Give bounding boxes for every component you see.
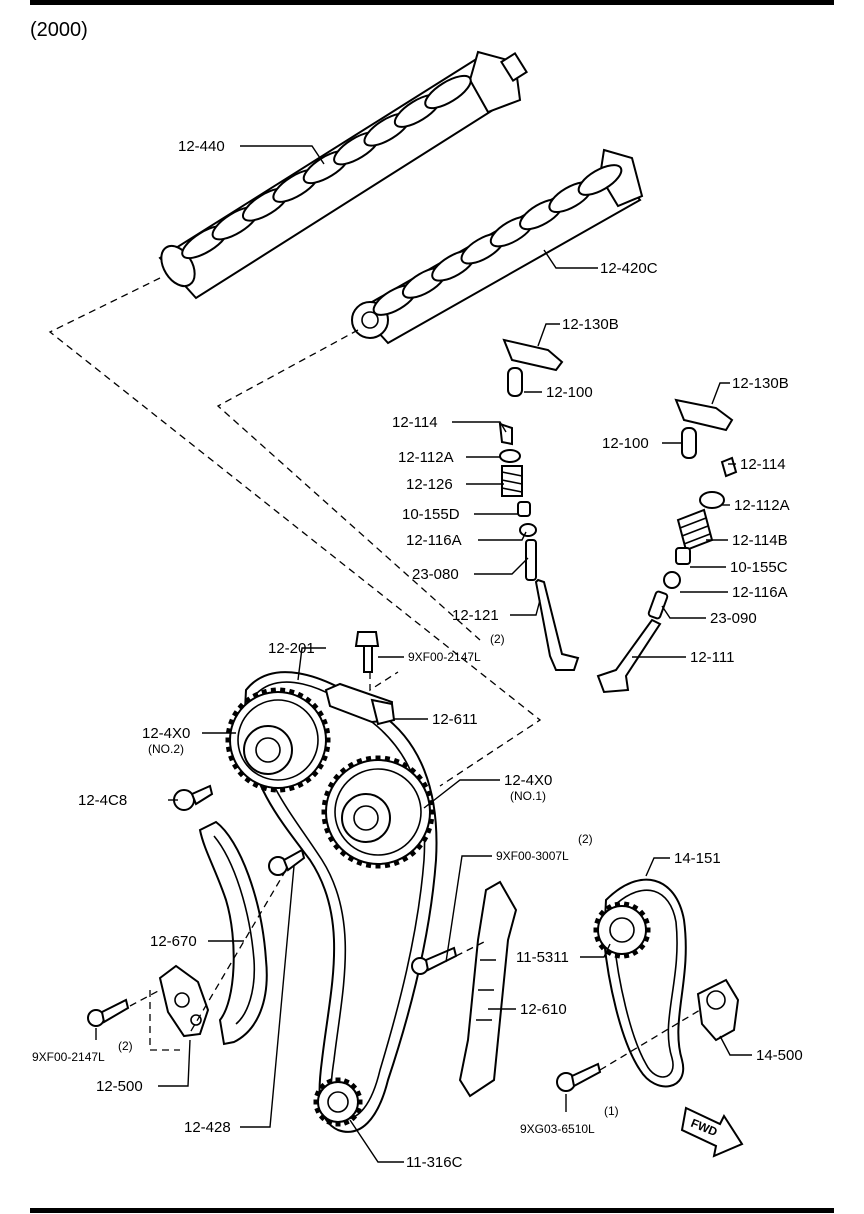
valve-train-b xyxy=(596,398,738,694)
vvt-sprocket-no2 xyxy=(225,687,331,793)
label-valve-a: 12-121 xyxy=(452,607,499,624)
label-rocker-b: 12-130B xyxy=(732,375,789,392)
assembly-lines xyxy=(48,277,701,1071)
tension-arm xyxy=(198,820,268,1046)
diagram-title: (2000) xyxy=(30,19,88,41)
label-bolt-mid-qty: (2) xyxy=(578,832,593,846)
label-vvt-bolt: 12-4C8 xyxy=(78,792,127,809)
exhaust-camshaft xyxy=(158,50,528,300)
label-guide-side: 12-610 xyxy=(520,1001,567,1018)
label-guide-a: 23-080 xyxy=(412,566,459,583)
label-retainer-a: 12-112A xyxy=(398,449,454,466)
label-bolt-mid: 9XF00-3007L xyxy=(496,849,569,863)
label-bolt-bottom: 9XG03-6510L xyxy=(520,1122,595,1136)
label-valve-b: 12-111 xyxy=(690,649,734,666)
label-belt-tensioner: 14-500 xyxy=(756,1047,803,1064)
label-pulley: 11-5311 xyxy=(516,949,569,966)
label-adjuster-b: 12-100 xyxy=(602,435,649,452)
vvt-sprocket-no1 xyxy=(321,755,435,869)
label-tensioner-bolt: 9XF00-2147L xyxy=(32,1050,105,1064)
label-bolt-top: 9XF00-2147L xyxy=(408,650,481,664)
belt-tensioner xyxy=(696,978,740,1042)
pivot-bolt xyxy=(268,848,306,876)
forward-arrow: FWD xyxy=(680,1106,744,1158)
label-bolt-top-qty: (2) xyxy=(490,632,505,646)
label-keeper-a: 12-114 xyxy=(392,414,438,431)
belt-pulley xyxy=(593,901,651,959)
bolt-bottom xyxy=(556,1062,602,1092)
label-vvt-no1: 12-4X0 xyxy=(504,772,552,789)
label-crank-sprocket: 11-316C xyxy=(406,1154,463,1171)
label-seal-b: 10-155C xyxy=(730,559,788,576)
leader-lines xyxy=(95,145,752,1163)
tensioner-bolt xyxy=(87,998,130,1027)
bolt-mid xyxy=(411,946,458,975)
accessory-belt xyxy=(602,878,687,1088)
label-pivot-bolt: 12-428 xyxy=(184,1119,231,1136)
label-chain: 12-201 xyxy=(268,640,315,657)
label-keeper-b: 12-114 xyxy=(740,456,786,473)
label-retainer-b: 12-112A xyxy=(734,497,790,514)
label-vvt-no2-sub: (NO.2) xyxy=(148,742,184,756)
label-cam-intake: 12-420C xyxy=(600,260,658,277)
label-belt: 14-151 xyxy=(674,850,721,867)
side-chain-guide xyxy=(458,880,518,1098)
bolt-top xyxy=(354,631,380,673)
label-spring-b: 12-114B xyxy=(732,532,788,549)
label-chain-tensioner: 12-500 xyxy=(96,1078,143,1095)
part-labels: 12-440 12-420C 12-130B 12-100 12-114 12-… xyxy=(32,138,803,1171)
label-tension-arm: 12-670 xyxy=(150,933,197,950)
label-tensioner-bolt-qty: (2) xyxy=(118,1039,133,1053)
label-seat-b: 12-116A xyxy=(732,584,788,601)
timing-chain xyxy=(242,671,438,1133)
top-rule xyxy=(30,0,834,5)
label-adjuster-a: 12-100 xyxy=(546,384,593,401)
label-seal-a: 10-155D xyxy=(402,506,460,523)
valve-train-a xyxy=(498,338,580,671)
upper-chain-guide xyxy=(324,682,396,726)
crank-sprocket xyxy=(313,1077,363,1127)
chain-tensioner xyxy=(158,964,210,1038)
bottom-rule xyxy=(30,1208,834,1213)
label-cam-exhaust: 12-440 xyxy=(178,138,225,155)
label-seat-a: 12-116A xyxy=(406,532,462,549)
label-bolt-bottom-qty: (1) xyxy=(604,1104,619,1118)
label-vvt-no1-sub: (NO.1) xyxy=(510,789,546,803)
label-spring-a: 12-126 xyxy=(406,476,453,493)
label-vvt-no2: 12-4X0 xyxy=(142,725,190,742)
label-guide-b: 23-090 xyxy=(710,610,757,627)
label-guide-upper: 12-611 xyxy=(432,711,478,728)
label-rocker-a: 12-130B xyxy=(562,316,619,333)
vvt-bolt xyxy=(173,784,214,811)
intake-camshaft xyxy=(351,148,644,345)
